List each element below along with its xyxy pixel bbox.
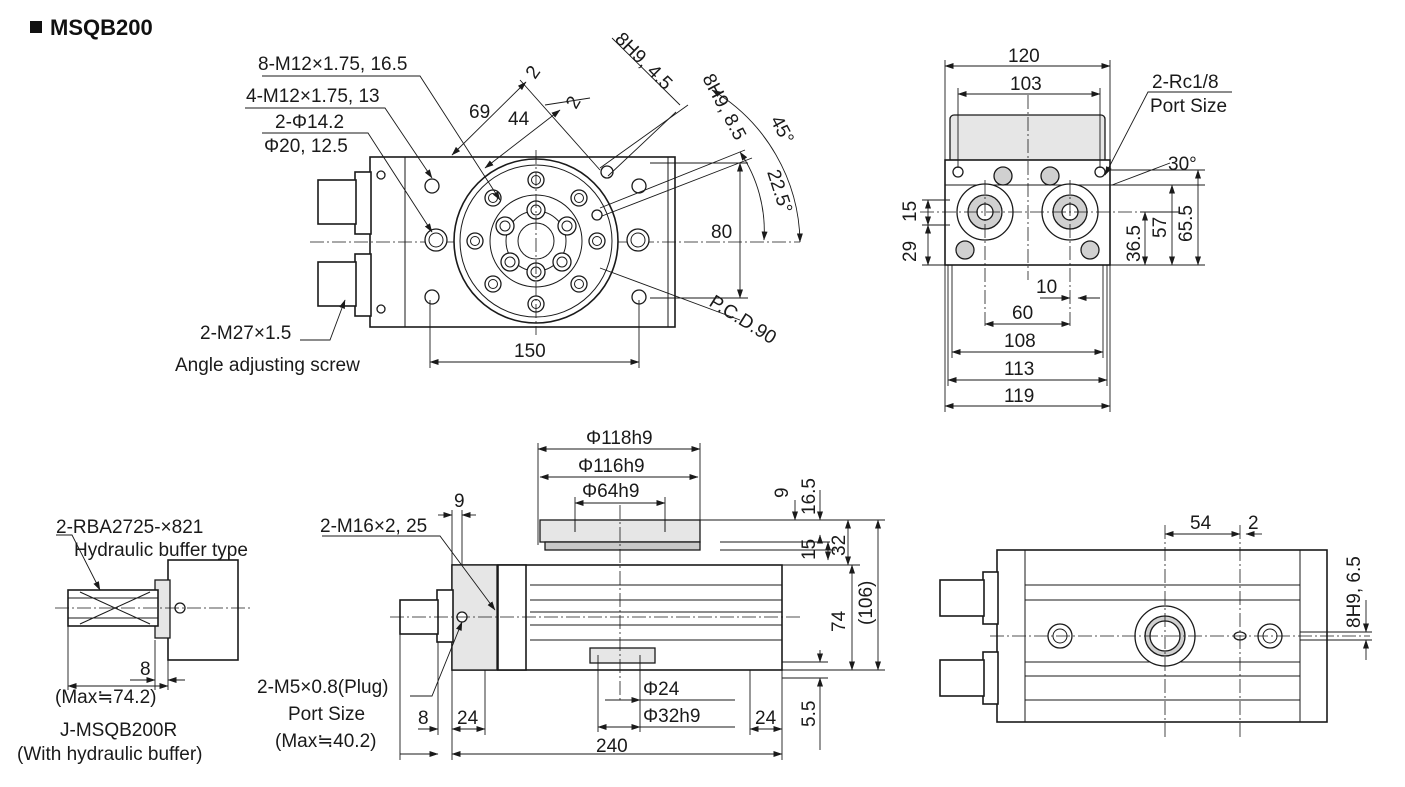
dim-74: 74 xyxy=(829,610,850,632)
dim-15: 15 xyxy=(900,201,921,222)
dim-9-left: 9 xyxy=(454,491,465,512)
dim-240: 240 xyxy=(596,736,628,757)
dim-106: (106) xyxy=(856,581,877,625)
dim-30deg: 30° xyxy=(1168,154,1197,175)
callout-phi20: Φ20, 12.5 xyxy=(264,136,348,157)
callout-8-m12: 8-M12×1.75, 16.5 xyxy=(258,54,407,75)
caption-with-hydraulic-buffer: (With hydraulic buffer) xyxy=(17,744,203,765)
dim-54: 54 xyxy=(1190,513,1212,534)
dim-32: 32 xyxy=(829,535,850,556)
callout-2-phi14: 2-Φ14.2 xyxy=(275,112,344,133)
page-title: MSQB200 xyxy=(50,15,153,40)
dim-22-5deg: 22.5° xyxy=(762,167,796,216)
title-bullet-icon xyxy=(30,21,42,33)
top-view: 8-M12×1.75, 16.5 4-M12×1.75, 13 2-Φ14.2 … xyxy=(175,29,803,376)
dim-max-74-2: (Max≒74.2) xyxy=(55,687,156,708)
dim-8h9-4-5: 8H9, 4.5 xyxy=(610,29,676,95)
title-block: MSQB200 xyxy=(30,15,153,40)
dim-phi116h9: Φ116h9 xyxy=(578,456,645,477)
callout-2-m16: 2-M16×2, 25 xyxy=(320,516,427,537)
callout-front-port-size: Port Size xyxy=(288,704,365,725)
dim-phi24: Φ24 xyxy=(643,679,680,700)
dim-65-5: 65.5 xyxy=(1176,205,1197,242)
dim-45deg: 45° xyxy=(766,112,798,147)
dim-phi32h9: Φ32h9 xyxy=(643,706,700,727)
dim-57: 57 xyxy=(1150,217,1171,238)
dim-buffer-8: 8 xyxy=(140,659,151,680)
callout-2-rc1-8: 2-Rc1/8 xyxy=(1152,72,1219,93)
dim-80: 80 xyxy=(711,222,732,243)
dim-8h9-8-5: 8H9, 8.5 xyxy=(698,70,750,143)
callout-pcd90: P.C.D.90 xyxy=(705,291,779,348)
dim-phi118h9: Φ118h9 xyxy=(586,428,653,449)
dim-44: 44 xyxy=(508,109,530,130)
dim-108: 108 xyxy=(1004,331,1036,352)
callout-angle-adjusting-screw: Angle adjusting screw xyxy=(175,355,360,376)
dim-15-front: 15 xyxy=(799,539,820,560)
dim-150: 150 xyxy=(514,341,546,362)
dim-9-right: 9 xyxy=(772,487,793,498)
dim-5-5: 5.5 xyxy=(799,701,820,727)
front-view: 2-M16×2, 25 2-M5×0.8(Plug) Port Size (Ma… xyxy=(257,428,885,760)
bottom-view: 54 2 8H9, 6.5 xyxy=(939,513,1372,740)
dim-24-right: 24 xyxy=(755,708,777,729)
dim-119: 119 xyxy=(1004,386,1034,407)
dim-113: 113 xyxy=(1004,359,1034,380)
callout-port-size: Port Size xyxy=(1150,96,1227,117)
callout-4-m12: 4-M12×1.75, 13 xyxy=(246,86,380,107)
buffer-detail: 2-RBA2725-×821 Hydraulic buffer type 8 (… xyxy=(17,517,250,765)
dim-24-left: 24 xyxy=(457,708,479,729)
dim-10: 10 xyxy=(1036,277,1057,298)
dim-69: 69 xyxy=(469,102,490,123)
caption-j-msqb200r: J-MSQB200R xyxy=(60,720,177,741)
dim-16-5: 16.5 xyxy=(799,478,820,515)
callout-max-40-2: (Max≒40.2) xyxy=(275,731,376,752)
dim-2-b: 2 xyxy=(562,93,585,113)
dim-8h9-6-5: 8H9, 6.5 xyxy=(1344,556,1365,628)
dim-36-5: 36.5 xyxy=(1124,225,1145,262)
dim-phi64h9: Φ64h9 xyxy=(582,481,639,502)
dim-2-a: 2 xyxy=(522,62,545,83)
dim-120: 120 xyxy=(1008,46,1040,67)
callout-hydraulic-buffer-type: Hydraulic buffer type xyxy=(74,540,248,561)
dim-29: 29 xyxy=(900,241,921,262)
dim-60: 60 xyxy=(1012,303,1033,324)
callout-2-rba2725: 2-RBA2725-×821 xyxy=(56,517,203,538)
dim-103: 103 xyxy=(1010,74,1042,95)
dim-8-front: 8 xyxy=(418,708,429,729)
dim-2-bottom: 2 xyxy=(1248,513,1259,534)
callout-2-m27: 2-M27×1.5 xyxy=(200,323,291,344)
callout-2-m5-plug: 2-M5×0.8(Plug) xyxy=(257,677,388,698)
side-view-right: 2-Rc1/8 Port Size 120 103 30° 15 29 36.5… xyxy=(900,46,1232,412)
angle-adjusting-screw xyxy=(317,170,386,317)
